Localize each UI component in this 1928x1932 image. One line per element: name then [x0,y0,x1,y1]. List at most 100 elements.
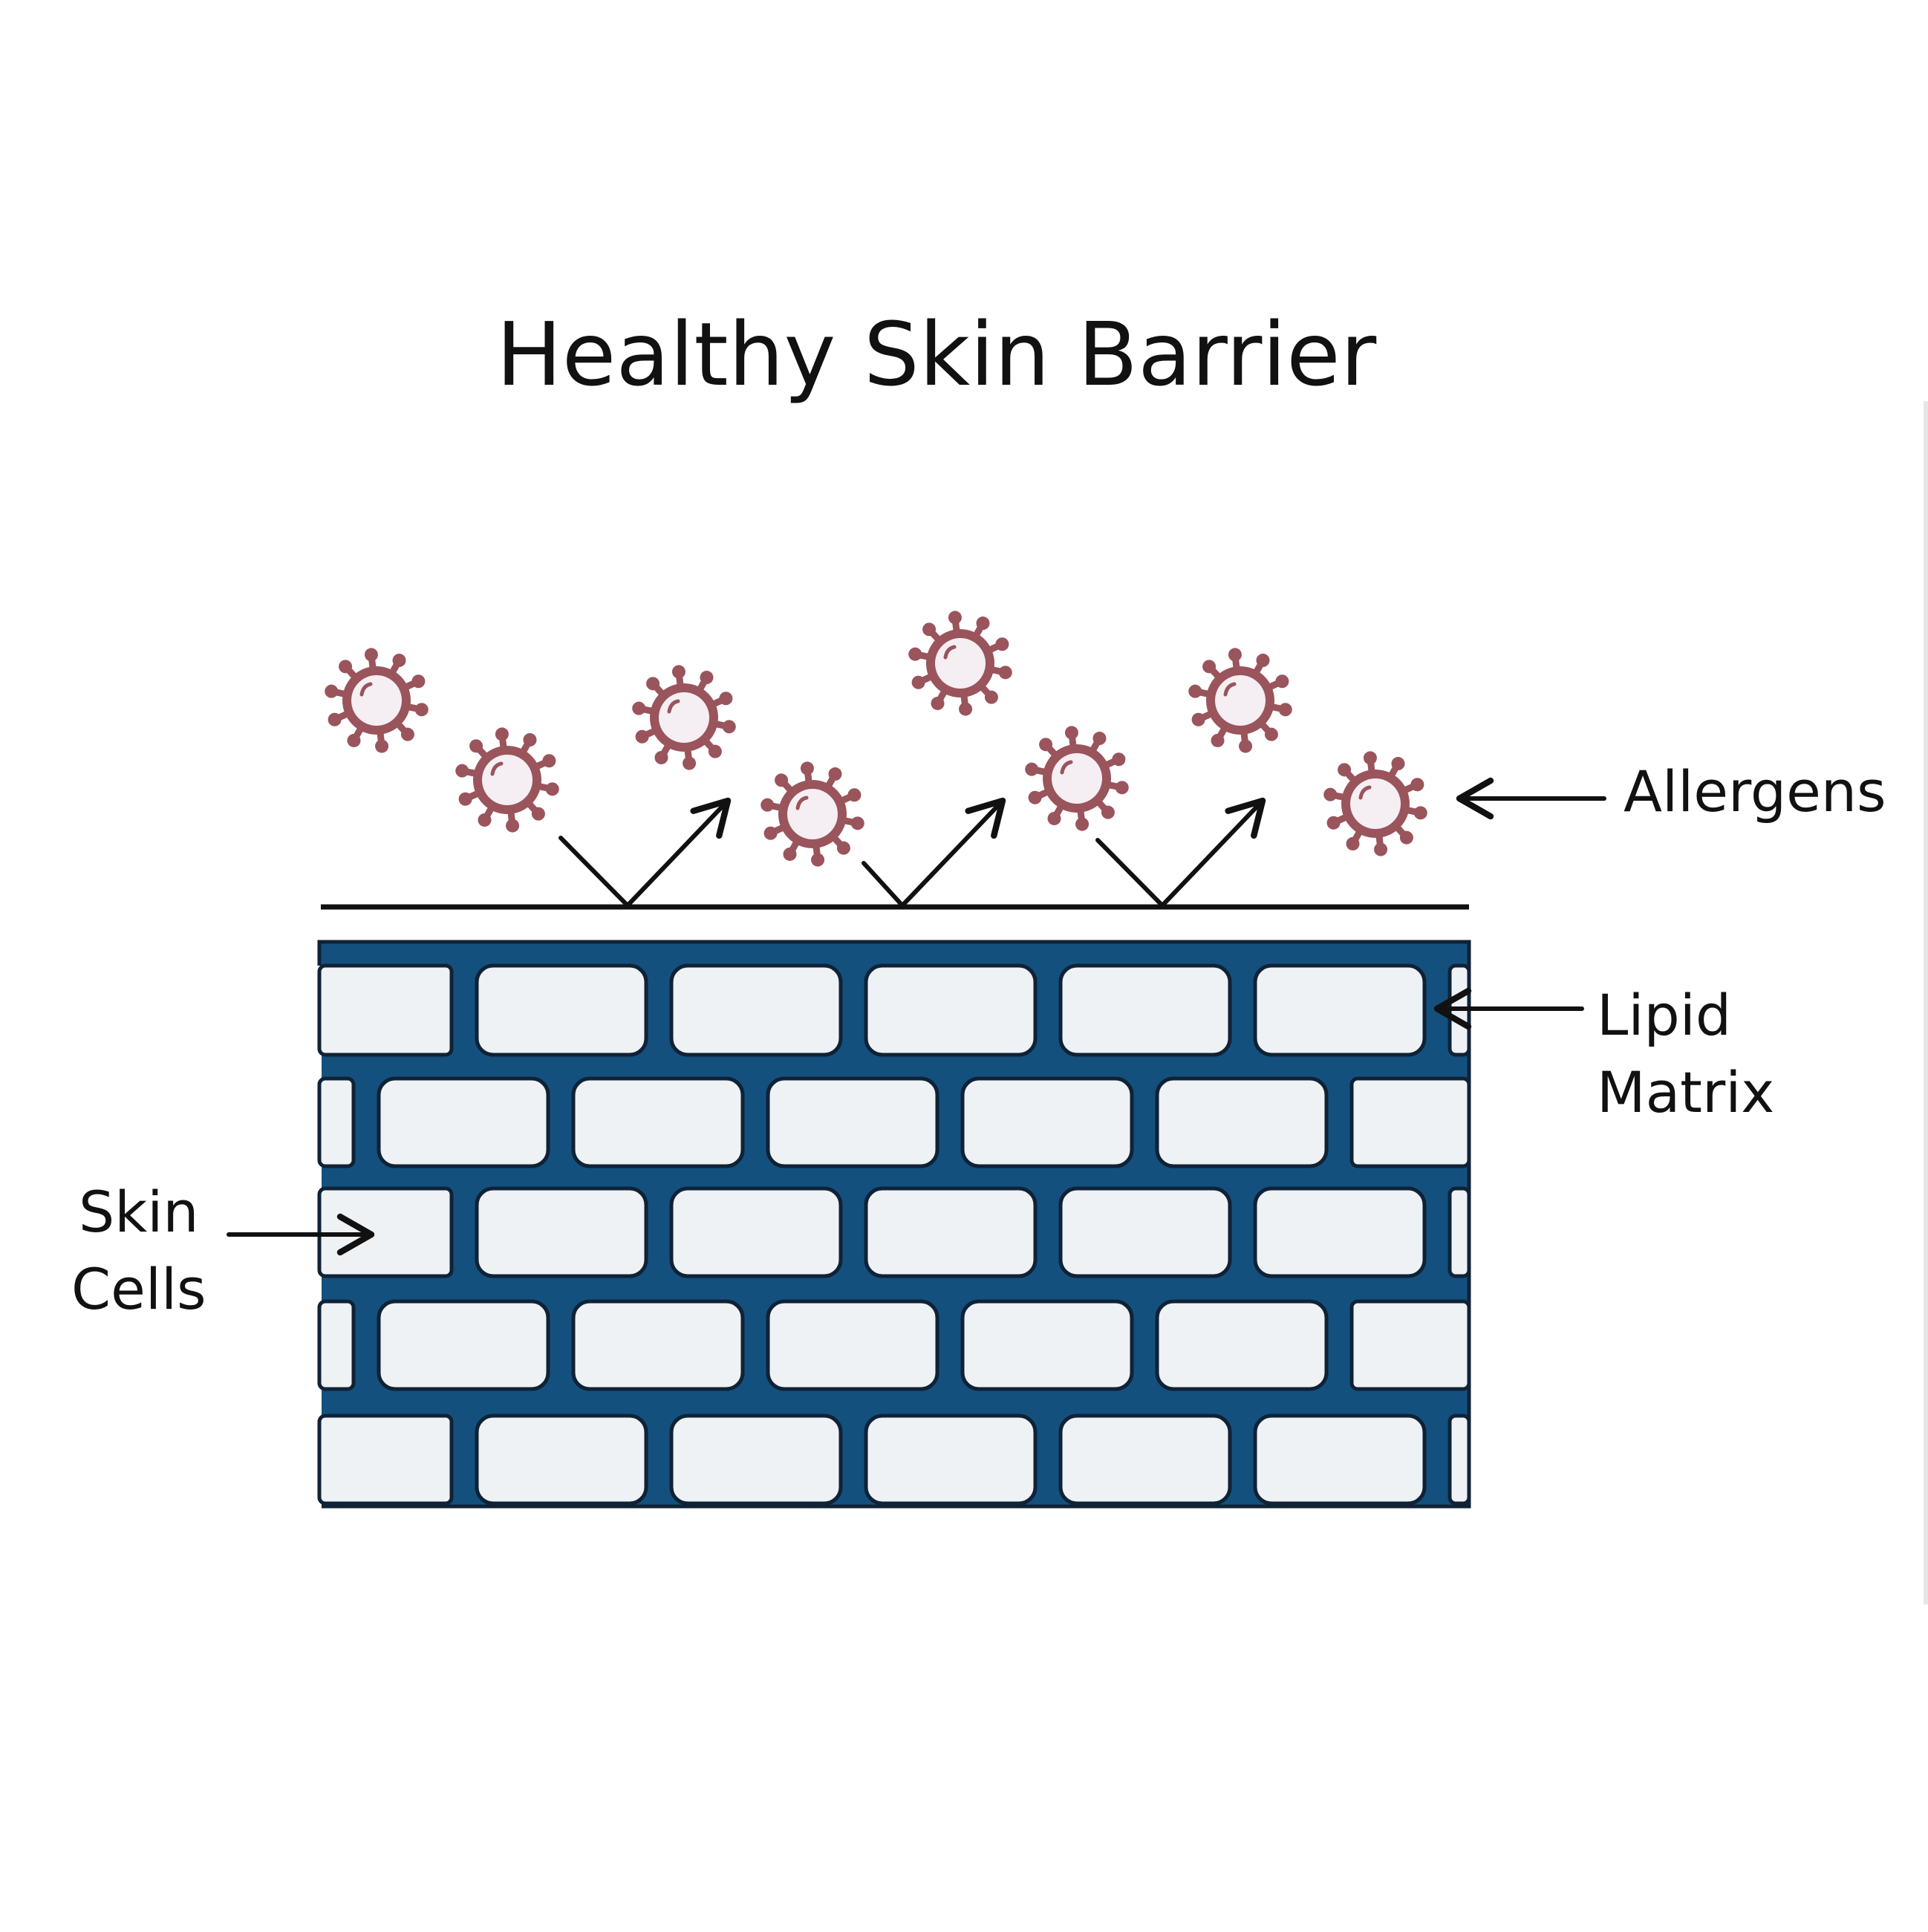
virus-spike-head [1264,727,1278,741]
lipid-matrix-label: Lipid Matrix [1597,977,1774,1131]
skin-cell [864,963,1038,1057]
virus-body [351,675,402,726]
virus-highlight [943,645,957,660]
virus-highlight [667,699,680,714]
virus-spike-head [1275,674,1289,689]
virus-spike-head [325,684,339,698]
skin-cell [1058,1414,1232,1506]
virus-body [1215,675,1266,726]
virus-spike-head [1092,732,1107,746]
virus-spike-head [1363,751,1377,765]
virus-body [1052,753,1102,804]
virus-highlight [1358,785,1372,800]
label-pointers-group [227,777,1606,1256]
virus-spike-head [984,690,998,704]
virus-spike-head [1239,739,1253,753]
skin-cell [475,1414,648,1506]
virus-spike-head [531,807,545,821]
virus-spike-head [392,654,406,668]
skin-cell [669,963,843,1057]
virus-body [787,789,838,839]
skin-cell [864,1414,1038,1506]
virus-highlight [1223,682,1237,697]
virus-spike-head [683,756,697,770]
skin-cell [1253,963,1427,1057]
virus-spike-head [911,675,925,689]
skin-cell [1155,1076,1329,1168]
virus-spike-head [469,739,483,753]
virus-spike-head [1413,806,1427,820]
virus-spike-head [1391,757,1405,771]
virus-spike-head [545,782,559,796]
skin-cells-group [317,963,1471,1506]
skin-cell [1058,963,1232,1057]
skin-cell [475,963,648,1057]
skin-cell [1058,1186,1232,1278]
virus-spike-head [646,677,660,691]
skin-cell [1447,1186,1471,1278]
virus-spike-head [347,733,361,747]
skin-cell [960,1299,1134,1391]
virus-spike-head [1112,752,1126,767]
virus-body [659,692,709,743]
deflection-arrow-icon [1095,797,1266,908]
skin-cell [1253,1414,1427,1506]
virus-particle-icon [1323,751,1427,856]
virus-body [482,755,533,805]
skin-surface-group [321,797,1469,910]
virus-spike-head [995,637,1009,651]
virus-spike-head [375,739,389,753]
virus-body [935,638,986,689]
allergens-group [325,611,1427,867]
virus-spike-head [1338,763,1352,777]
virus-particle-icon [908,611,1012,716]
virus-spike-head [1256,654,1270,668]
virus-spike-head [959,702,973,716]
skin-cell [1253,1186,1427,1278]
virus-spike-head [495,727,509,741]
virus-spike-head [976,617,990,631]
virus-spike-head [1025,762,1039,776]
virus-spike-head [763,826,778,840]
skin-cell [864,1186,1038,1278]
virus-spike-head [836,841,850,855]
virus-spike-head [1228,648,1242,662]
skin-cell [1349,1076,1471,1168]
virus-spike-head [922,622,937,637]
virus-spike-head [722,720,736,734]
virus-spike-head [847,788,862,802]
virus-spike-head [506,819,520,833]
virus-spike-head [700,671,714,685]
virus-spike-head [411,674,426,689]
virus-particle-icon [632,665,736,770]
virus-spike-head [1346,836,1360,850]
allergens-label: Allergens [1624,758,1886,824]
virus-spike-head [328,712,342,726]
virus-spike-head [671,665,685,679]
skin-cell [571,1076,745,1168]
virus-spike-head [908,647,922,661]
virus-spike-head [1374,842,1388,856]
virus-spike-head [775,773,789,787]
virus-spike-head [1191,712,1205,726]
skin-cell [377,1076,550,1168]
virus-particle-icon [455,727,559,833]
virus-particle-icon [761,761,864,867]
virus-spike-head [339,660,353,674]
skin-cell [669,1186,843,1278]
virus-spike-head [542,754,556,768]
virus-spike-head [1115,781,1129,795]
virus-spike-head [458,792,472,806]
virus-spike-head [1047,811,1061,825]
skin-cell [317,963,454,1057]
virus-spike-head [1028,790,1042,804]
deflection-arrow-icon [862,797,1006,908]
virus-body [1350,778,1401,829]
virus-particle-icon [1025,726,1129,831]
virus-spike-head [761,798,775,812]
virus-highlight [795,796,809,810]
virus-spike-head [1399,830,1413,845]
virus-spike-head [1326,816,1341,830]
